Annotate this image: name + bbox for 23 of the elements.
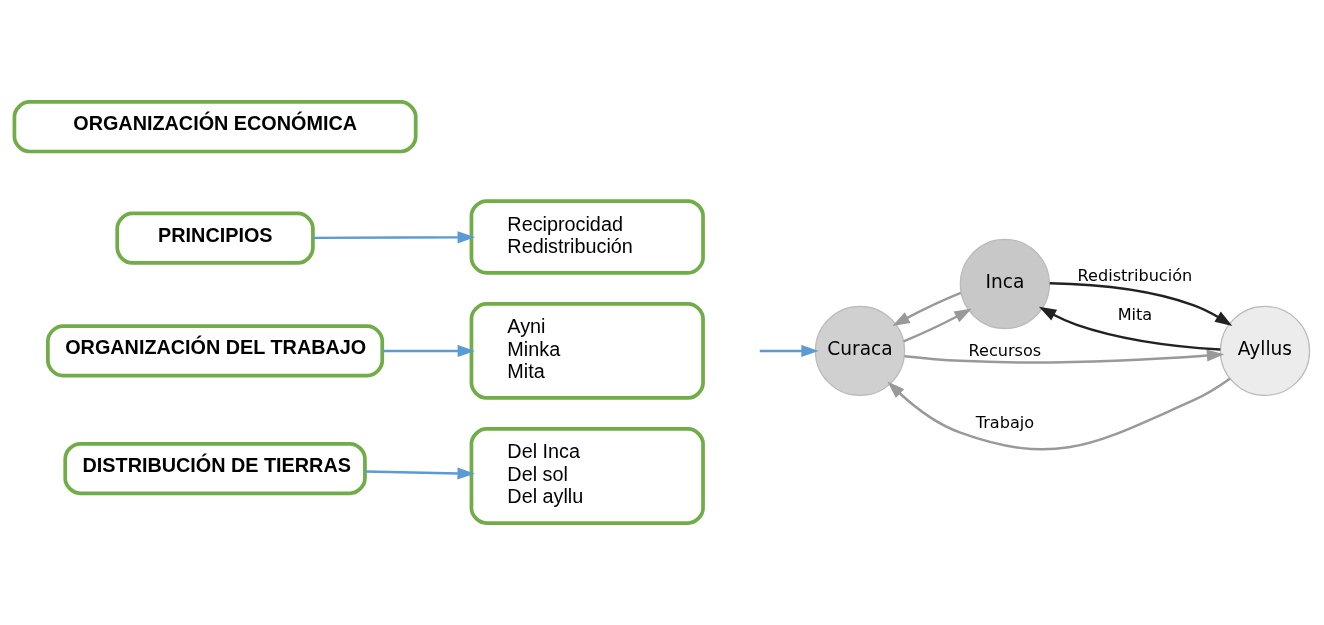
arrow (904, 349, 1225, 364)
arrow (1038, 306, 1221, 351)
arrow (312, 231, 475, 244)
node-box: DISTRIBUCIÓN DE TIERRAS (63, 441, 367, 496)
edge-label: Trabajo (975, 413, 1035, 433)
edge-label: Redistribución (1077, 265, 1193, 285)
arrow (887, 377, 1231, 451)
arrow (892, 291, 962, 326)
arrow (1049, 282, 1233, 326)
node-box: ORGANIZACIÓN ECONÓMICA (12, 100, 418, 154)
arrow (382, 344, 475, 357)
node-box: Ayni Minka Mita (469, 301, 705, 400)
arrow (903, 308, 972, 343)
node-box: ORGANIZACIÓN DEL TRABAJO (46, 324, 385, 378)
node-box: Reciprocidad Redistribución (469, 199, 705, 275)
node-box: PRINCIPIOS (115, 211, 315, 265)
node-box: Del Inca Del sol Del ayllu (469, 427, 705, 525)
node-circle: Ayllus (1219, 305, 1311, 397)
arrow (759, 344, 819, 357)
edge-label: Mita (1117, 305, 1153, 325)
arrow (365, 467, 475, 480)
edge-label: Recursos (968, 341, 1042, 361)
node-circle: Inca (959, 238, 1051, 330)
